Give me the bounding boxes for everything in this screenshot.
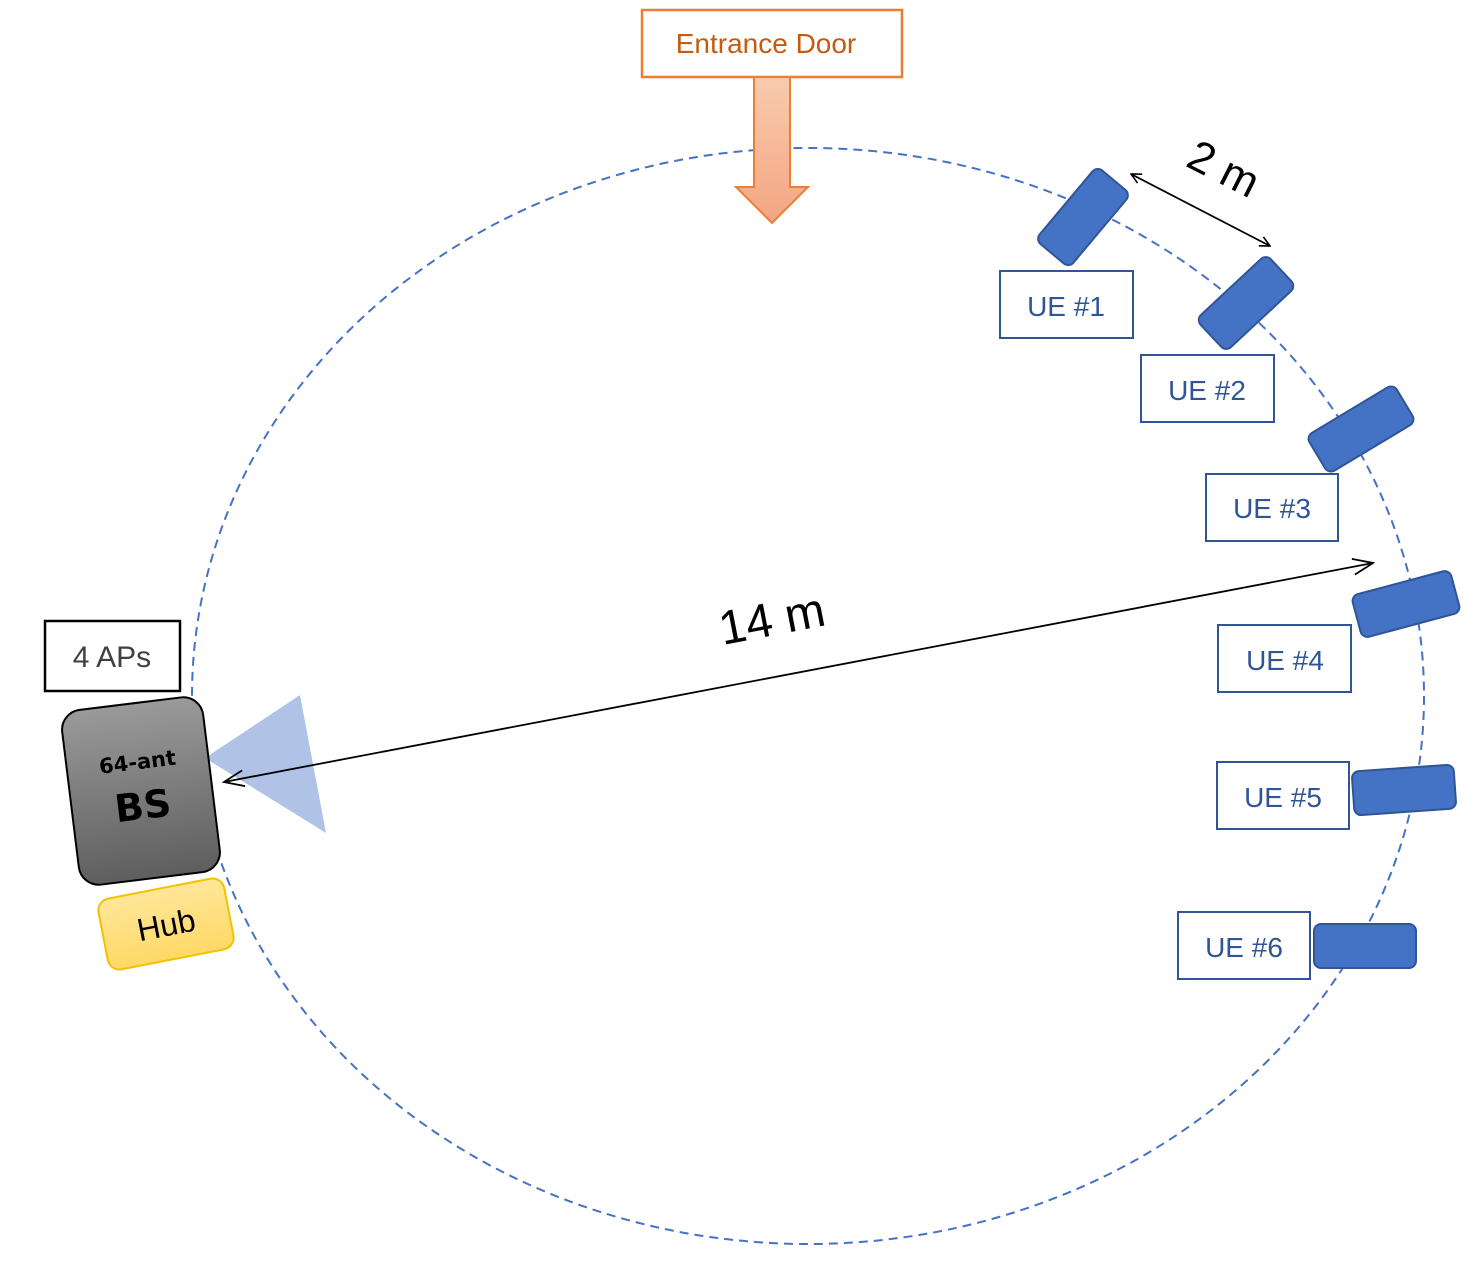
ue-label-box-6: UE #6 — [1177, 911, 1311, 980]
hub: Hub — [97, 877, 235, 971]
ue-device-6 — [1313, 923, 1417, 969]
bs-label: BS — [112, 781, 173, 832]
ue-label-box-5: UE #5 — [1216, 761, 1350, 830]
radius-label: 14 m — [715, 584, 830, 656]
ue-device-4 — [1351, 570, 1461, 638]
ue-label-2: UE #2 — [1168, 375, 1246, 406]
ue-device-2 — [1197, 256, 1295, 350]
radius-arrow — [224, 563, 1373, 782]
ue-label-box-4: UE #4 — [1217, 624, 1352, 693]
entrance-door: Entrance Door — [640, 8, 904, 225]
spacing-arrow — [1131, 174, 1270, 246]
ue-label-4: UE #4 — [1246, 645, 1324, 676]
ue-label-box-3: UE #3 — [1205, 473, 1339, 542]
entrance-door-label: Entrance Door — [676, 28, 857, 59]
ue-label-3: UE #3 — [1233, 493, 1311, 524]
spacing-label: 2 m — [1180, 131, 1268, 208]
ue-device-5 — [1351, 763, 1457, 817]
aps-label: 4 APs — [73, 641, 151, 674]
ue-label-box-1: UE #1 — [999, 270, 1134, 339]
ue-device-1 — [1037, 167, 1129, 267]
ue-device-3 — [1307, 385, 1415, 473]
deployment-circle — [191, 147, 1425, 1245]
bs-beam — [205, 695, 326, 833]
ue-label-5: UE #5 — [1244, 782, 1322, 813]
entrance-arrow-icon — [733, 76, 811, 225]
base-station: 64-ant BS — [61, 696, 221, 886]
ue-label-6: UE #6 — [1205, 932, 1283, 963]
ue-label-1: UE #1 — [1027, 291, 1105, 322]
ue-label-box-2: UE #2 — [1140, 354, 1275, 423]
aps-label-box: 4 APs — [43, 619, 182, 693]
